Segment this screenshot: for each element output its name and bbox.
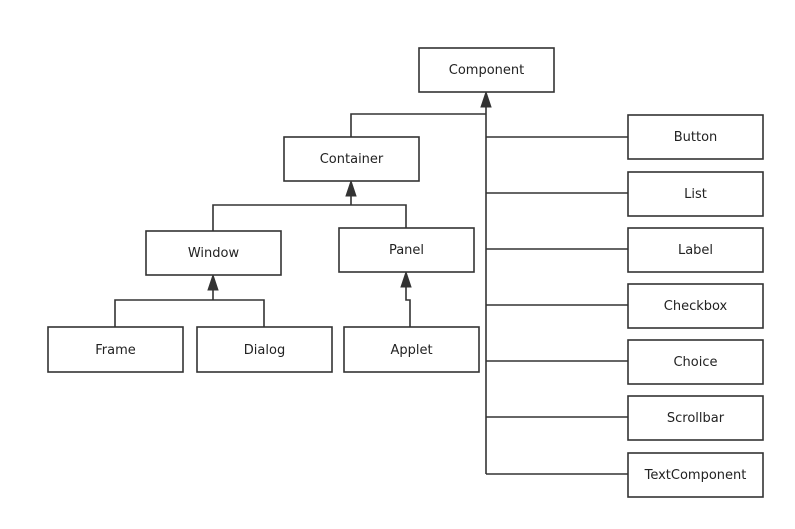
node-label: Frame	[95, 343, 136, 358]
node-label: Choice	[673, 355, 717, 370]
node-label: Component	[449, 63, 524, 78]
edge-window-container	[212, 204, 407, 231]
arrowhead-window	[207, 273, 219, 291]
arrowhead-panel	[400, 270, 412, 288]
node-label: TextComponent	[644, 468, 747, 483]
node-label: Panel	[389, 243, 424, 258]
node-label: Label	[627, 227, 764, 273]
arrowhead-container	[345, 179, 357, 197]
node-label: Checkbox	[664, 299, 728, 314]
edge-container-component	[350, 113, 486, 137]
node-list: List	[627, 171, 764, 217]
node-textcomponent: TextComponent	[627, 452, 764, 498]
edge-applet-panel	[405, 287, 411, 327]
node-label: Scrollbar	[667, 411, 725, 426]
node-applet: Applet	[343, 326, 480, 373]
node-label: Window	[188, 246, 240, 261]
node-component: Component	[418, 47, 555, 93]
node-label: Applet	[390, 343, 432, 358]
node-label: Label	[678, 243, 713, 258]
node-scrollbar: Scrollbar	[627, 395, 764, 441]
node-container: Container	[283, 136, 420, 182]
connectors	[114, 106, 628, 475]
node-window: Window	[145, 230, 282, 276]
node-choice: Choice	[627, 339, 764, 385]
node-frame: Frame	[47, 326, 184, 373]
arrowheads	[207, 90, 492, 291]
node-panel: Panel	[338, 227, 475, 273]
node-label: Container	[320, 152, 384, 167]
node-checkbox: Checkbox	[627, 283, 764, 329]
node-label: Button	[674, 130, 718, 145]
node-label: Dialog	[244, 343, 285, 358]
arrowhead-component	[480, 90, 492, 108]
node-button: Button	[627, 114, 764, 160]
node-label: List	[684, 187, 707, 202]
node-dialog: Dialog	[196, 326, 333, 373]
edge-frame-dialog-window	[114, 299, 265, 327]
